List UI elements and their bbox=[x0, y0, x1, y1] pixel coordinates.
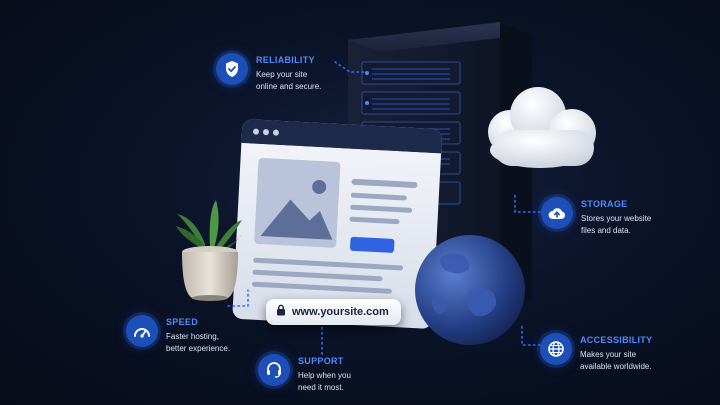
feature-title: STORAGE bbox=[581, 199, 628, 209]
feature-storage: STORAGE Stores your website files and da… bbox=[541, 197, 651, 237]
feature-support: SUPPORT Help when you need it most. bbox=[258, 354, 351, 394]
potted-plant bbox=[176, 200, 242, 301]
shield-check-icon bbox=[216, 53, 248, 85]
feature-title: RELIABILITY bbox=[256, 55, 315, 65]
feature-accessibility: ACCESSIBILITY Makes your site available … bbox=[540, 333, 652, 373]
cloud-upload-icon bbox=[541, 197, 573, 229]
feature-reliability: RELIABILITY Keep your site online and se… bbox=[216, 53, 321, 93]
feature-title: ACCESSIBILITY bbox=[580, 335, 653, 345]
globe-illustration bbox=[415, 235, 525, 345]
feature-description: Faster hosting, better experience. bbox=[166, 332, 231, 353]
feature-speed: SPEED Faster hosting, better experience. bbox=[126, 315, 230, 355]
cloud-illustration bbox=[488, 87, 596, 168]
url-bar: www.yoursite.com bbox=[266, 299, 401, 325]
url-text: www.yoursite.com bbox=[292, 306, 389, 318]
feature-description: Keep your site online and secure. bbox=[256, 70, 322, 91]
browser-window bbox=[232, 119, 442, 329]
feature-description: Help when you need it most. bbox=[298, 371, 351, 392]
speedometer-icon bbox=[126, 315, 158, 347]
globe-icon bbox=[540, 333, 572, 365]
headset-icon bbox=[258, 354, 290, 386]
feature-title: SUPPORT bbox=[298, 356, 344, 366]
lock-icon bbox=[276, 303, 286, 321]
connector-lines bbox=[227, 61, 546, 355]
feature-description: Makes your site available worldwide. bbox=[580, 350, 652, 371]
feature-description: Stores your website files and data. bbox=[581, 214, 652, 235]
feature-title: SPEED bbox=[166, 317, 199, 327]
